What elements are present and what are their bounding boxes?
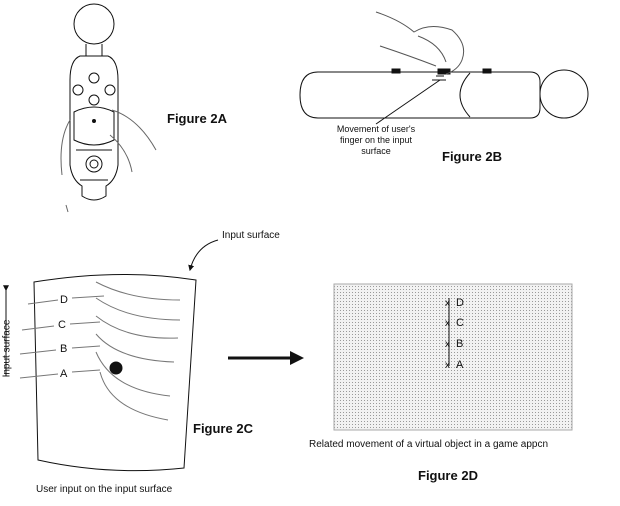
figure-2c-label: Figure 2C (193, 421, 253, 436)
point-label-B: B (60, 343, 68, 355)
controller-neck (85, 44, 103, 57)
finger-sketch (375, 11, 465, 75)
marker-D: x (445, 298, 450, 309)
marker-B: x (445, 339, 450, 350)
figure-2c-caption: User input on the input surface (36, 484, 173, 495)
finger-motion-arrow (432, 75, 446, 81)
input-surface-callout-arrow (188, 239, 219, 272)
controller-body (69, 55, 119, 201)
transition-arrow (228, 351, 304, 365)
point-label-A: A (60, 368, 68, 380)
grip-lines (76, 149, 112, 181)
input-surface-callout: Input surface (222, 230, 280, 241)
controller-front-view (60, 3, 157, 213)
input-surface-pad (73, 106, 115, 146)
ruler-line-C (21, 321, 101, 331)
ruler-line-A (19, 369, 101, 379)
pad-center-dot (92, 119, 96, 123)
figure-2b-label: Figure 2B (442, 149, 502, 164)
figure-2d-caption: Related movement of a virtual object in … (309, 439, 549, 450)
controller-side-body (299, 71, 541, 119)
controller-side-view (299, 11, 589, 125)
controller-side-joint (459, 72, 471, 118)
screen-label-A: A (456, 359, 464, 371)
ruler-line-D (27, 295, 105, 305)
game-screen (333, 283, 573, 431)
callout-leader-2b (375, 79, 441, 125)
point-label-D: D (60, 294, 68, 306)
triangle-button (88, 72, 100, 84)
screen-label-C: C (456, 317, 464, 329)
marker-C: x (445, 318, 450, 329)
input-surface-axis-label: Input surface (1, 319, 13, 378)
finger-movement-callout: Movement of user's finger on the input s… (336, 124, 416, 156)
game-screen-view: x x x x (333, 283, 573, 431)
screen-label-B: B (456, 338, 464, 350)
finger-contour-lines (95, 281, 181, 421)
figure-2d-label: Figure 2D (418, 468, 478, 483)
side-button-2 (437, 68, 451, 75)
touch-point (109, 361, 123, 375)
input-surface-outline (33, 273, 197, 472)
move-button-outer (85, 155, 103, 173)
input-surface-view (3, 239, 219, 472)
point-label-C: C (58, 319, 66, 331)
marker-A: x (445, 360, 450, 371)
square-button (72, 84, 84, 96)
screen-label-D: D (456, 297, 464, 309)
side-button-1 (391, 68, 401, 74)
circle-button (104, 84, 116, 96)
hand-sketch-2a (60, 109, 157, 213)
controller-sphere (73, 3, 115, 45)
figure-2a-label: Figure 2A (167, 111, 227, 126)
cross-button (88, 94, 100, 106)
ruler-line-B (19, 345, 101, 355)
controller-side-sphere (539, 69, 589, 119)
side-button-3 (482, 68, 492, 74)
move-button-inner (89, 159, 99, 169)
